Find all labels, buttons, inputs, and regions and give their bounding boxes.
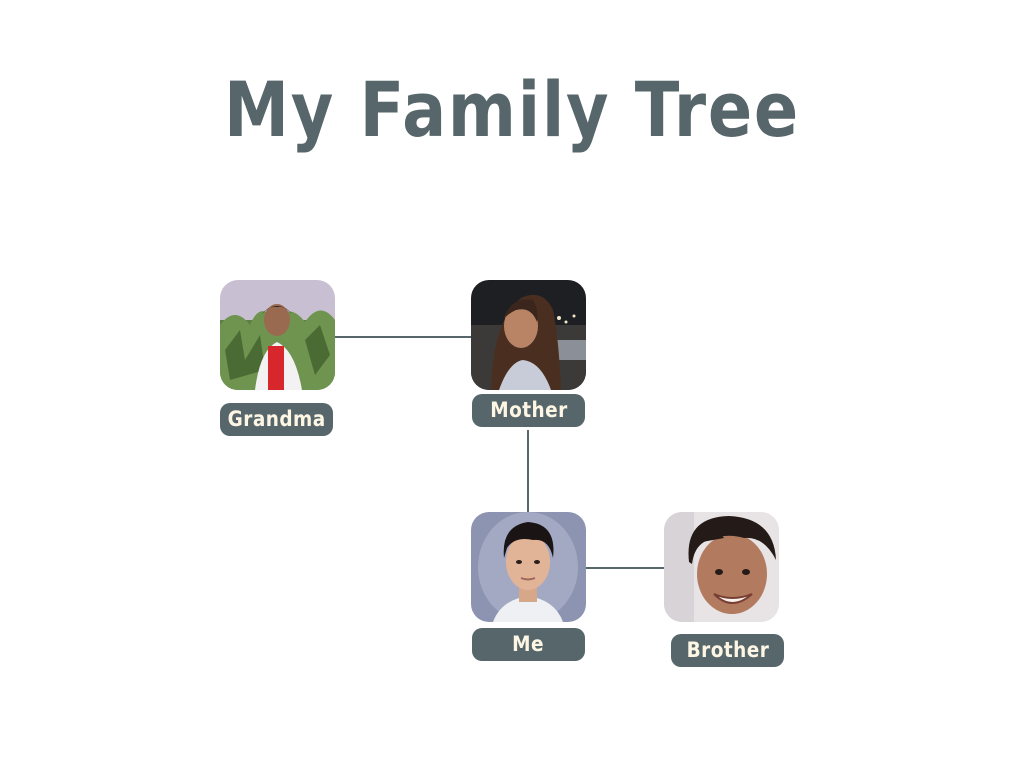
mother-label: Mother: [472, 394, 585, 427]
me-label: Me: [472, 628, 585, 661]
mother-photo: [471, 280, 586, 390]
grandma-photo: [220, 280, 335, 390]
page-title: My Family Tree: [224, 65, 800, 154]
brother-label: Brother: [671, 634, 784, 667]
grandma-label: Grandma: [220, 403, 333, 436]
brother-photo: [664, 512, 779, 622]
me-photo: [471, 512, 586, 622]
